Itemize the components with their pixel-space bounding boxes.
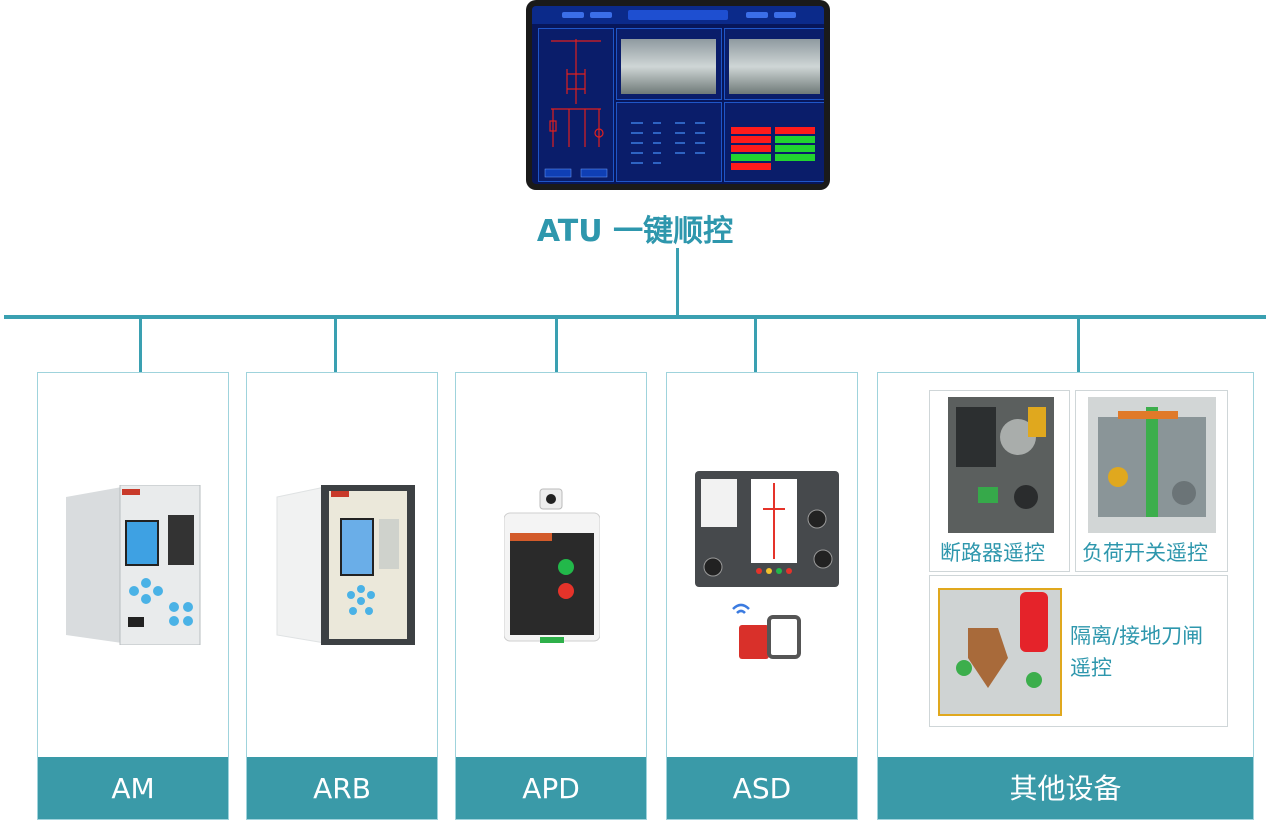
camera-feed [729,39,820,94]
status-panel [724,102,824,182]
status-cell [731,145,771,152]
device-card-other: 断路器遥控 负荷开关遥控 隔离/接地刀闸 遥控 其他设备 [877,372,1254,820]
status-cell [731,154,771,161]
apd-device-image [504,488,600,643]
atu-monitor [526,0,830,190]
asd-device-image [695,471,839,659]
data-panel [616,102,722,182]
breaker-remote-panel: 断路器遥控 [929,390,1070,572]
status-cell [731,136,771,143]
connector-trunk [676,248,679,318]
connector-apd [555,318,558,372]
device-label: 其他设备 [878,757,1253,819]
connector-am [139,318,142,372]
load-switch-remote-panel: 负荷开关遥控 [1075,390,1228,572]
connector-asd [754,318,757,372]
isolator-mechanism-image [938,588,1062,716]
atu-screen [532,6,824,184]
single-line-panel [538,28,614,182]
device-card-arb: ARB [246,372,438,820]
breaker-remote-label: 断路器遥控 [940,541,1045,565]
bus-line [4,315,1266,319]
screen-tab [774,12,796,18]
device-label: APD [456,757,646,819]
device-card-asd: ASD [666,372,858,820]
device-card-am: AM [37,372,229,820]
connector-other [1077,318,1080,372]
breaker-mechanism-image [948,397,1054,533]
status-cell [775,154,815,161]
device-card-apd: APD [455,372,647,820]
isolator-remote-label: 隔离/接地刀闸 遥控 [1070,624,1204,680]
status-cell [775,127,815,134]
status-cell [775,136,815,143]
atu-title: ATU 一键顺控 [536,214,734,249]
single-line-diagram [544,39,608,178]
am-device-image [66,485,201,645]
status-cell [731,163,771,170]
camera-panel-1 [616,28,722,100]
device-label: AM [38,757,228,819]
device-label: ASD [667,757,857,819]
device-label: ARB [247,757,437,819]
status-cell [775,145,815,152]
load-switch-mechanism-image [1088,397,1216,533]
camera-panel-2 [724,28,824,100]
connector-arb [334,318,337,372]
screen-title-bar [628,10,728,20]
screen-tab [590,12,612,18]
screen-tab [746,12,768,18]
screen-tab [562,12,584,18]
arb-device-image [276,485,415,645]
load-switch-remote-label: 负荷开关遥控 [1082,541,1208,565]
status-cell [731,127,771,134]
isolator-remote-panel: 隔离/接地刀闸 遥控 [929,575,1228,727]
camera-feed [621,39,716,94]
data-readout-lines [631,122,705,164]
